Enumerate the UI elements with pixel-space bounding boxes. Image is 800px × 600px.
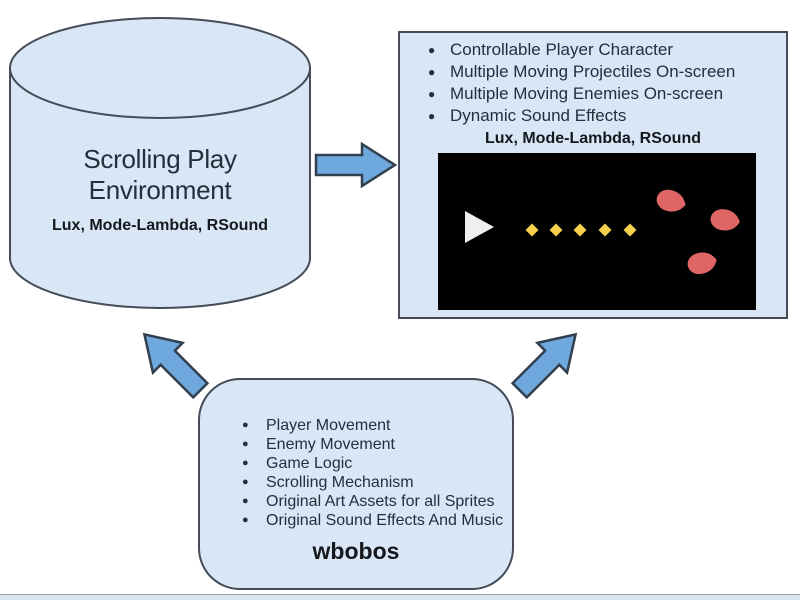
database-cylinder-shape <box>9 17 311 309</box>
author-label: wbobos <box>312 538 400 564</box>
bullet-icon: ● <box>428 43 436 57</box>
list-item: ● Scrolling Mechanism <box>200 473 512 492</box>
arrow-up-left-polygon <box>142 332 210 400</box>
list-item: ● Original Art Assets for all Sprites <box>200 492 512 511</box>
arrow-up-right-polygon <box>510 332 578 400</box>
work-box: ● Player Movement ● Enemy Movement ● Gam… <box>198 378 514 590</box>
features-list: ● Controllable Player Character ● Multip… <box>400 39 786 127</box>
list-item: ● Multiple Moving Projectiles On-screen <box>400 61 786 83</box>
work-label: Scrolling Mechanism <box>266 474 414 491</box>
work-label: Player Movement <box>266 417 391 434</box>
bullet-icon: ● <box>242 476 249 488</box>
arrow-up-left-icon <box>142 332 210 400</box>
list-item: ● Controllable Player Character <box>400 39 786 61</box>
feature-label: Multiple Moving Enemies On-screen <box>450 84 724 103</box>
features-subtitle: Lux, Mode-Lambda, RSound <box>485 130 701 147</box>
list-item: ● Enemy Movement <box>200 435 512 454</box>
bullet-icon: ● <box>428 87 436 101</box>
bullet-icon: ● <box>242 495 249 507</box>
list-item: ● Dynamic Sound Effects <box>400 105 786 127</box>
cylinder-top-rim <box>9 67 311 119</box>
bullet-icon: ● <box>242 438 249 450</box>
feature-label: Controllable Player Character <box>450 40 673 59</box>
work-label: Game Logic <box>266 455 353 472</box>
work-label: Original Sound Effects And Music <box>266 512 504 529</box>
feature-label: Dynamic Sound Effects <box>450 106 627 125</box>
player-ship-icon <box>465 211 494 243</box>
arrow-right-polygon <box>314 141 398 189</box>
work-label: Original Art Assets for all Sprites <box>266 493 495 510</box>
cylinder-title-line1: Scrolling Play <box>83 144 237 174</box>
projectile-icons <box>525 223 637 237</box>
enemy-icons <box>656 189 740 275</box>
work-label: Enemy Movement <box>266 436 395 453</box>
bullet-icon: ● <box>242 419 249 431</box>
work-list: ● Player Movement ● Enemy Movement ● Gam… <box>200 416 512 530</box>
list-item: ● Multiple Moving Enemies On-screen <box>400 83 786 105</box>
list-item: ● Original Sound Effects And Music <box>200 511 512 530</box>
bullet-icon: ● <box>428 65 436 79</box>
bottom-edge-shape <box>0 594 800 600</box>
feature-label: Multiple Moving Projectiles On-screen <box>450 62 736 81</box>
cylinder-body <box>9 17 311 309</box>
arrow-up-right-icon <box>510 332 578 400</box>
arrow-right-icon <box>314 141 398 189</box>
cylinder-labels: Scrolling Play Environment Lux, Mode-Lam… <box>8 144 312 235</box>
game-screen <box>438 153 756 310</box>
list-item: ● Game Logic <box>200 454 512 473</box>
list-item: ● Player Movement <box>200 416 512 435</box>
game-screen-background <box>438 153 756 310</box>
bullet-icon: ● <box>428 109 436 123</box>
bullet-icon: ● <box>242 514 249 526</box>
cylinder-title-line2: Environment <box>88 175 232 205</box>
features-box: ● Controllable Player Character ● Multip… <box>398 31 788 319</box>
cylinder-subtitle: Lux, Mode-Lambda, RSound <box>52 217 268 234</box>
bullet-icon: ● <box>242 457 249 469</box>
